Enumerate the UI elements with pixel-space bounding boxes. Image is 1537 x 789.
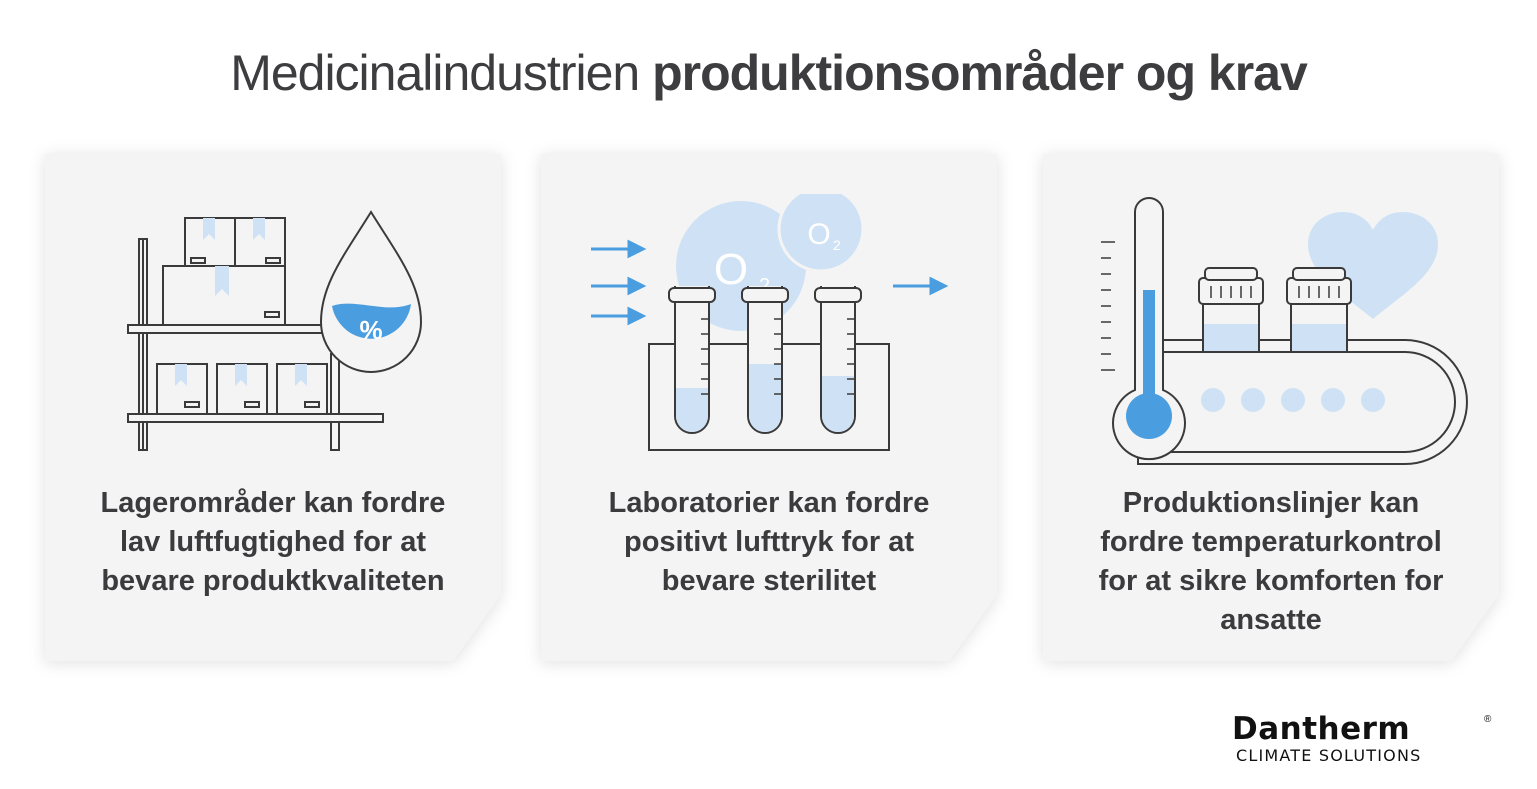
logo-subtitle: CLIMATE SOLUTIONS — [1236, 746, 1422, 765]
card-laboratory: O 2 O 2 Lab — [541, 154, 997, 661]
card-text: Produktionslinjer kan fordre temperaturk… — [1098, 487, 1444, 636]
humidity-percent-label: % — [359, 315, 382, 345]
logo-registered-mark: ® — [1484, 714, 1492, 725]
card-production: Produktionslinjer kan fordre temperaturk… — [1043, 154, 1499, 661]
airflow-arrows-icon — [591, 239, 949, 326]
dantherm-logo: Dantherm ® CLIMATE SOLUTIONS — [1232, 712, 1500, 772]
production-temperature-icon — [1101, 197, 1468, 465]
page-title: Medicinalindustrien produktionsområder o… — [0, 38, 1537, 108]
card-text: Laboratorier kan fordre positivt lufttry… — [608, 487, 930, 597]
card-text: Lagerområder kan fordre lav luftfugtighe… — [100, 487, 446, 597]
logo-name: Dantherm — [1232, 711, 1411, 747]
title-bold: produktionsområder og krav — [652, 45, 1308, 101]
card-warehouse: % Lagerområder kan fordre lav luftfugtig… — [45, 154, 501, 661]
warehouse-humidity-icon: % — [127, 210, 423, 451]
laboratory-pressure-icon: O 2 O 2 — [591, 194, 949, 451]
oxygen-big-label: O — [714, 245, 748, 294]
oxygen-small-sub: 2 — [833, 237, 841, 253]
title-light: Medicinalindustrien — [230, 45, 653, 101]
oxygen-small-label: O — [807, 218, 830, 251]
